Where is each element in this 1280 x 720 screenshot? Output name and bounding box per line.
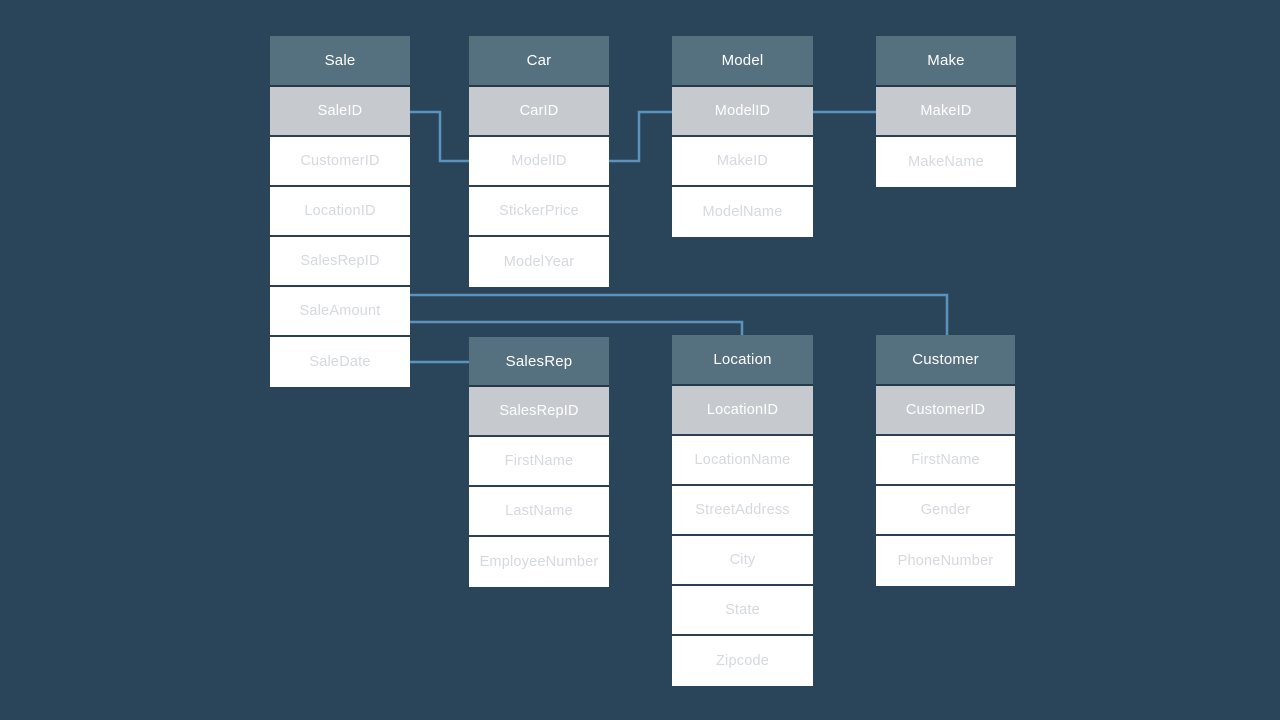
field-row-salesrep-lastname[interactable]: LastName: [469, 487, 609, 537]
field-row-location-streetaddress[interactable]: StreetAddress: [672, 486, 813, 536]
field-row-location-locationname[interactable]: LocationName: [672, 436, 813, 486]
field-row-customer-gender[interactable]: Gender: [876, 486, 1015, 536]
relationship-sale-locationid-to-location: [410, 320, 744, 335]
field-row-car-stickerprice[interactable]: StickerPrice: [469, 187, 609, 237]
field-row-model-makeid[interactable]: MakeID: [672, 137, 813, 187]
entity-header-model: Model: [672, 36, 813, 87]
field-row-car-modelid[interactable]: ModelID: [469, 137, 609, 187]
field-row-make-makename[interactable]: MakeName: [876, 137, 1016, 187]
field-row-model-modelname[interactable]: ModelName: [672, 187, 813, 237]
entity-header-customer: Customer: [876, 335, 1015, 386]
field-row-sale-locationid[interactable]: LocationID: [270, 187, 410, 237]
field-row-sale-saledate[interactable]: SaleDate: [270, 337, 410, 387]
field-row-location-zipcode[interactable]: Zipcode: [672, 636, 813, 686]
field-row-sale-saleamount[interactable]: SaleAmount: [270, 287, 410, 337]
field-row-customer-firstname[interactable]: FirstName: [876, 436, 1015, 486]
field-row-customer-customerid[interactable]: CustomerID: [876, 386, 1015, 436]
entity-header-make: Make: [876, 36, 1016, 87]
field-row-sale-customerid[interactable]: CustomerID: [270, 137, 410, 187]
field-row-car-modelyear[interactable]: ModelYear: [469, 237, 609, 287]
entity-header-salesrep: SalesRep: [469, 337, 609, 387]
field-row-location-city[interactable]: City: [672, 536, 813, 586]
entity-header-car: Car: [469, 36, 609, 87]
relationship-car-modelid-to-model-modelid: [609, 110, 672, 163]
field-row-make-makeid[interactable]: MakeID: [876, 87, 1016, 137]
field-row-car-carid[interactable]: CarID: [469, 87, 609, 137]
entity-header-sale: Sale: [270, 36, 410, 87]
entity-header-location: Location: [672, 335, 813, 386]
field-row-salesrep-employeenumber[interactable]: EmployeeNumber: [469, 537, 609, 587]
field-row-model-modelid[interactable]: ModelID: [672, 87, 813, 137]
field-row-sale-salesrepid[interactable]: SalesRepID: [270, 237, 410, 287]
field-row-salesrep-salesrepid[interactable]: SalesRepID: [469, 387, 609, 437]
relationship-sale-customerid-to-customer: [410, 293, 949, 335]
field-row-location-state[interactable]: State: [672, 586, 813, 636]
field-row-customer-phonenumber[interactable]: PhoneNumber: [876, 536, 1015, 586]
field-row-salesrep-firstname[interactable]: FirstName: [469, 437, 609, 487]
field-row-location-locationid[interactable]: LocationID: [672, 386, 813, 436]
relationship-car-modelid-to-sale-saleid: [410, 110, 469, 163]
field-row-sale-saleid[interactable]: SaleID: [270, 87, 410, 137]
